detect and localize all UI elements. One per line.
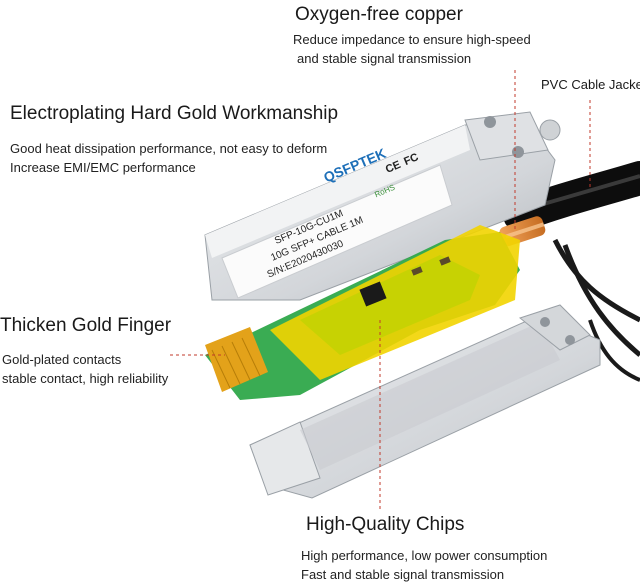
gold-workmanship-line-2: Increase EMI/EMC performance	[10, 160, 196, 175]
jacket-title: PVC Cable Jacket	[541, 77, 640, 92]
leader-lines	[170, 70, 591, 510]
gold-workmanship-line-1: Good heat dissipation performance, not e…	[10, 141, 328, 156]
gold-workmanship-title: Electroplating Hard Gold Workmanship	[10, 103, 339, 124]
copper-line-2: and stable signal transmission	[297, 51, 472, 66]
pcb-board	[205, 225, 520, 400]
metal-bottom-shell	[249, 304, 601, 499]
pvc-cable	[503, 161, 640, 382]
chips-line-2: Fast and stable signal transmission	[301, 567, 505, 582]
gold-finger-line-2: stable contact, high reliability	[2, 371, 169, 386]
gold-finger-title: Thicken Gold Finger	[0, 315, 172, 336]
gold-finger	[205, 327, 268, 392]
ce-mark: CE	[384, 159, 403, 176]
chips-title: High-Quality Chips	[306, 514, 465, 535]
copper-title: Oxygen-free copper	[295, 4, 463, 25]
chips-line-1: High performance, low power consumption	[301, 548, 548, 563]
copper-line-1: Reduce impedance to ensure high-speed	[293, 32, 531, 47]
gold-finger-line-1: Gold-plated contacts	[2, 352, 122, 367]
metal-top-shell	[204, 111, 561, 301]
fc-mark: FC	[402, 151, 420, 168]
